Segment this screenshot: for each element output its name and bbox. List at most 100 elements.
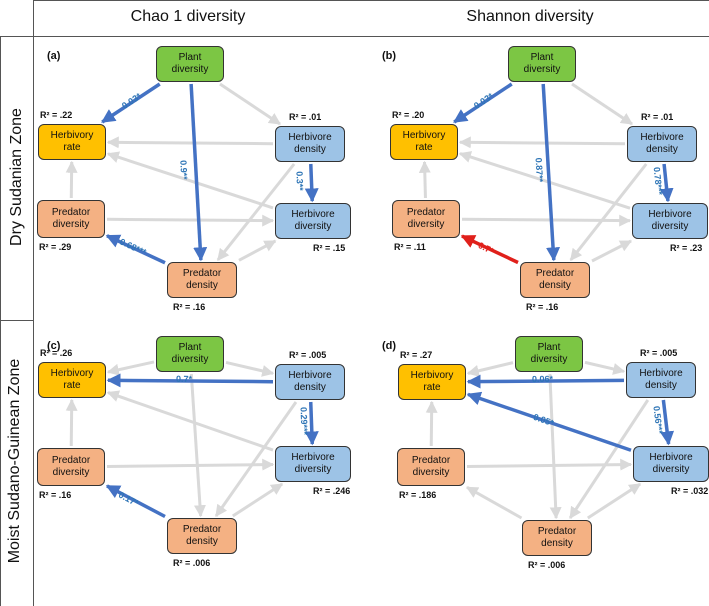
path-arrow-b-plant-pden [541,83,561,262]
path-arrow-b-hd-hdiv [659,163,674,203]
ns-arrow-a-hd-pden [216,163,296,261]
r2-d-hd: R² = .005 [640,348,678,358]
ns-arrow-c-pden-hdiv [232,482,284,518]
node-a-hd: Herbivore density [275,126,345,162]
path-coefficient-b-plant-pden: 0.87** [533,157,545,183]
column-header-shannon: Shannon diversity [466,8,594,25]
node-b-hd: Herbivore density [627,126,697,162]
path-coefficient-d-hd-rate: 0.06* [532,373,554,385]
path-arrow-c-hd-hdiv [304,401,319,446]
r2-a-rate: R² = .22 [40,110,73,120]
r2-d-hdiv: R² = .032 [671,486,709,496]
frame-top [33,0,709,1]
node-d-pden: Predator density [522,520,592,556]
ns-arrow-b-pdiv-hdiv [461,214,632,227]
node-d-plant: Plant diversity [515,336,583,372]
r2-b-pden: R² = .16 [526,302,559,312]
r2-d-rate: R² = .27 [400,350,433,360]
path-arrow-c-hd-rate [106,373,274,388]
ns-arrow-a-hdiv-rate [106,151,274,210]
r2-c-hdiv: R² = .246 [313,486,351,496]
node-a-plant: Plant diversity [156,46,224,82]
node-a-pdiv: Predator diversity [37,200,105,238]
r2-a-hd: R² = .01 [289,112,322,122]
path-arrow-a-plant-rate [101,82,161,124]
frame-row-divider [0,320,33,321]
r2-d-pden: R² = .006 [528,560,566,570]
frame-header-bottom [0,36,709,37]
path-arrow-d-hd-rate [466,374,625,389]
ns-arrow-c-pdiv-rate [65,398,78,447]
path-coefficient-a-plant-pden: 0.9** [178,159,190,181]
panel-label-c: (c) [47,340,61,352]
column-header-chao1: Chao 1 diversity [130,8,246,25]
ns-arrow-c-plant-hd [225,360,275,377]
ns-arrow-c-pdiv-hdiv [106,458,275,471]
ns-arrow-b-pdiv-rate [418,160,431,199]
path-arrow-c-pden-pdiv [105,484,166,519]
ns-arrow-b-hdiv-rate [458,151,631,210]
ns-arrow-b-plant-hd [571,82,633,126]
r2-d-pdiv: R² = .186 [399,490,437,500]
ns-arrow-d-plant-rate [466,361,514,377]
node-d-pdiv: Predator diversity [397,448,465,486]
node-a-rate: Herbivory rate [38,124,106,160]
r2-a-pden: R² = .16 [173,302,206,312]
r2-c-pden: R² = .006 [173,558,211,568]
path-coefficient-c-hd-hdiv: 0.29*** [298,406,310,436]
node-c-hdiv: Herbivore diversity [275,446,351,482]
r2-c-hd: R² = .005 [289,350,327,360]
r2-b-hdiv: R² = .23 [670,243,703,253]
frame-left [33,0,34,606]
panel-label-d: (d) [382,340,397,352]
ns-arrow-b-hd-pden [569,163,648,261]
node-b-pdiv: Predator diversity [392,200,460,238]
path-arrow-b-pden-pdiv [460,234,519,265]
r2-c-pdiv: R² = .16 [39,490,72,500]
r2-c-rate: R² = .26 [40,348,73,358]
path-arrow-d-hdiv-rate [466,391,632,452]
ns-arrow-d-plant-pden [548,373,562,520]
ns-arrow-a-plant-hd [219,82,281,126]
path-arrow-a-hd-hdiv [304,163,319,203]
ns-arrow-a-pdiv-hdiv [106,214,275,227]
r2-b-pdiv: R² = .11 [394,242,426,252]
ns-arrow-d-plant-hd [584,360,626,375]
path-arrow-a-pden-pdiv [105,234,166,265]
ns-arrow-d-pdiv-rate [425,400,438,447]
r2-b-hd: R² = .01 [641,112,674,122]
node-b-rate: Herbivory rate [390,124,458,160]
node-a-pden: Predator density [167,262,237,298]
ns-arrow-c-hdiv-rate [106,390,274,452]
ns-arrow-d-pdiv-hdiv [466,458,633,471]
path-arrow-d-hd-hdiv [660,399,675,446]
node-d-hd: Herbivore density [626,362,696,398]
ns-arrow-b-pden-hdiv [591,239,633,263]
r2-a-hdiv: R² = .15 [313,243,346,253]
node-a-hdiv: Herbivore diversity [275,203,351,239]
frame-left-outer [0,36,1,606]
node-b-plant: Plant diversity [508,46,576,82]
panel-label-a: (a) [47,50,61,62]
node-d-hdiv: Herbivore diversity [633,446,709,482]
path-arrow-b-plant-rate [453,82,513,124]
node-c-hd: Herbivore density [275,364,345,400]
path-coefficient-c-hd-rate: 0.7* [176,373,193,385]
ns-arrow-c-hd-pden [214,401,298,517]
ns-arrow-d-pden-hdiv [586,482,642,520]
ns-arrow-c-plant-pden [189,373,206,518]
r2-b-rate: R² = .20 [392,110,425,120]
r2-a-pdiv: R² = .29 [39,242,72,252]
ns-arrow-d-pden-pdiv [465,485,523,520]
ns-arrow-b-hd-rate [458,136,626,149]
node-b-pden: Predator density [520,262,590,298]
node-c-plant: Plant diversity [156,336,224,372]
node-c-pdiv: Predator diversity [37,448,105,486]
path-arrow-a-plant-pden [189,83,208,262]
ns-arrow-c-plant-rate [106,360,155,376]
ns-arrow-a-hd-rate [106,136,274,149]
ns-arrow-a-pden-hdiv [238,239,277,262]
node-b-hdiv: Herbivore diversity [632,203,708,239]
node-c-pden: Predator density [167,518,237,554]
